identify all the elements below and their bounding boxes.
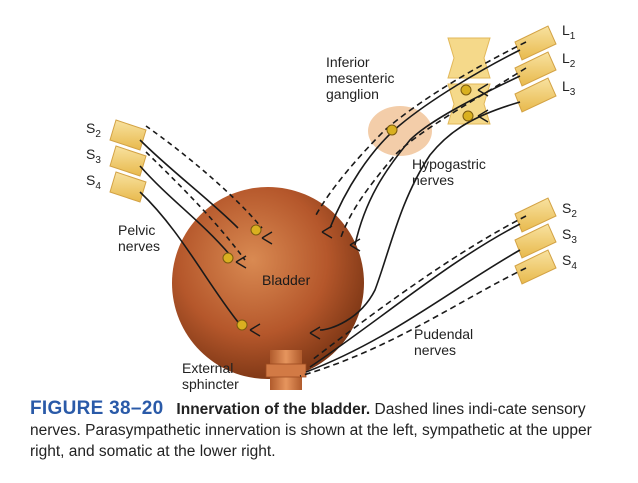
upper-right-lumbar-roots xyxy=(514,25,557,113)
root-left-s3 xyxy=(109,145,147,177)
root-right-s3 xyxy=(514,223,557,259)
left-sacral-roots xyxy=(109,119,147,203)
root-right-s4 xyxy=(514,249,557,285)
pudendal-label: Pudendal nerves xyxy=(414,326,474,358)
root-right-l3 xyxy=(514,77,557,113)
lower-right-sacral-roots xyxy=(514,197,557,285)
figure-caption-text: Dashed lines indi-cate sensory nerves. P… xyxy=(30,401,592,460)
root-label-right-l2: L2 xyxy=(562,50,576,70)
root-label-right-s2: S2 xyxy=(562,200,577,220)
bladder-label: Bladder xyxy=(262,272,311,288)
hypogastric-nerves xyxy=(315,41,527,331)
root-label-left-s3: S3 xyxy=(86,146,101,166)
pudendal-nerves xyxy=(299,215,527,377)
root-left-s2 xyxy=(109,119,147,151)
hypogastric-label: Hypogastric nerves xyxy=(412,156,486,188)
sphincter-label: External sphincter xyxy=(182,360,239,392)
root-label-right-s4: S4 xyxy=(562,252,577,272)
root-label-left-s2: S2 xyxy=(86,120,101,140)
root-label-right-l3: L3 xyxy=(562,78,576,98)
nerve-endings xyxy=(235,83,489,340)
pelvic-label: Pelvic nerves xyxy=(118,222,161,254)
root-left-s4 xyxy=(109,171,147,203)
bladder-body xyxy=(172,187,364,379)
ganglion-label: Inferior mesenteric ganglion xyxy=(326,54,395,102)
root-right-l2 xyxy=(514,51,557,87)
root-right-s2 xyxy=(514,197,557,233)
external-sphincter-band xyxy=(265,363,307,378)
root-label-right-l1: L1 xyxy=(562,22,576,42)
figure-caption: FIGURE 38–20 Innervation of the bladder.… xyxy=(30,398,630,462)
vertebral-column xyxy=(447,37,491,125)
pelvic-nerves xyxy=(139,125,263,323)
root-label-left-s4: S4 xyxy=(86,172,101,192)
figure-number: FIGURE 38–20 xyxy=(30,398,164,419)
inferior-mesenteric-ganglion xyxy=(368,106,432,156)
root-right-l1 xyxy=(514,25,557,61)
root-label-right-s3: S3 xyxy=(562,226,577,246)
figure-title: Innervation of the bladder. xyxy=(176,401,371,418)
ganglion-cells xyxy=(222,84,474,331)
